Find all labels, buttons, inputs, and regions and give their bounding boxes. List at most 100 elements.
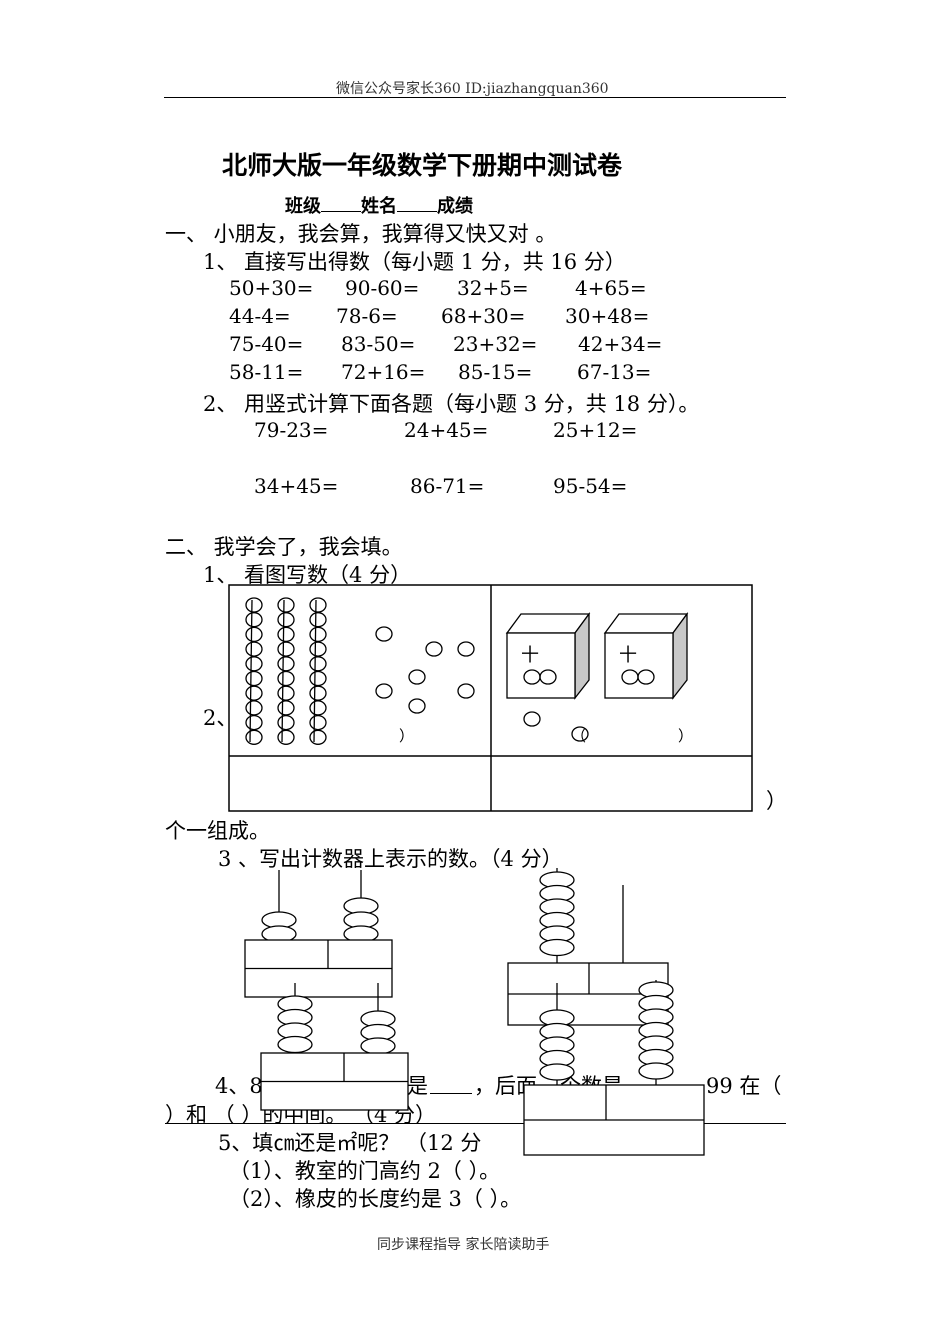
bead bbox=[277, 641, 295, 657]
q4-blank[interactable] bbox=[430, 1093, 472, 1094]
bead bbox=[309, 670, 327, 687]
ten-cubes bbox=[505, 612, 689, 742]
bead bbox=[309, 685, 327, 701]
q5-item-1: （1）、教室的门高约 2（ ）。 bbox=[229, 1159, 501, 1183]
single-beads bbox=[375, 626, 475, 714]
abacus-base bbox=[244, 939, 393, 998]
s2-q2-prefix: 2、 bbox=[203, 706, 238, 730]
student-info: 班级 姓名 成绩 bbox=[285, 192, 473, 218]
header-rule bbox=[164, 97, 786, 98]
q2-label: 2、 用竖式计算下面各题（每小题 3 分，共 18 分）。 bbox=[203, 392, 700, 416]
class-blank[interactable] bbox=[321, 193, 361, 212]
bead bbox=[309, 597, 327, 613]
bead bbox=[309, 700, 327, 716]
page-title: 北师大版一年级数学下册期中测试卷 bbox=[222, 151, 623, 180]
equation: 85-15= bbox=[458, 360, 533, 384]
score-label: 成绩 bbox=[437, 196, 473, 217]
equation: 72+16= bbox=[341, 360, 426, 384]
single-bead bbox=[571, 726, 589, 742]
equation: 68+30= bbox=[441, 304, 526, 328]
bead bbox=[277, 714, 295, 731]
ten-cube bbox=[505, 612, 591, 700]
bead bbox=[309, 626, 327, 643]
bead bbox=[245, 714, 263, 731]
s2-q2-tail: 个一组成。 bbox=[165, 819, 270, 843]
q4-mid4: 99 在（ bbox=[706, 1074, 782, 1098]
q4-start: 4、8 bbox=[215, 1074, 263, 1098]
bead bbox=[245, 626, 263, 643]
section2-heading: 二、 我学会了，我会填。 bbox=[165, 535, 403, 559]
ten-cube bbox=[603, 612, 689, 700]
abacus-bead bbox=[277, 1035, 313, 1054]
equation: 34+45= bbox=[254, 474, 339, 498]
box-mark-1: ） bbox=[399, 727, 415, 745]
single-bead bbox=[523, 711, 541, 727]
bead bbox=[277, 597, 295, 613]
bead bbox=[277, 729, 295, 745]
equation: 90-60= bbox=[345, 276, 420, 300]
bead bbox=[245, 729, 263, 745]
single-bead bbox=[408, 669, 426, 685]
equation: 58-11= bbox=[229, 360, 304, 384]
name-blank[interactable] bbox=[397, 193, 437, 212]
equation: 78-6= bbox=[336, 304, 398, 328]
equation: 67-13= bbox=[577, 360, 652, 384]
abacus-base bbox=[260, 1052, 409, 1111]
bead bbox=[309, 656, 327, 672]
equation: 24+45= bbox=[404, 418, 489, 442]
bead bbox=[277, 700, 295, 716]
q1-label: 1、 直接写出得数（每小题 1 分，共 16 分） bbox=[203, 250, 626, 274]
bead bbox=[245, 597, 263, 613]
single-bead bbox=[408, 698, 426, 714]
box-mark-3: ） bbox=[678, 727, 694, 745]
abacus-bead bbox=[360, 1037, 396, 1055]
equation: 25+12= bbox=[553, 418, 638, 442]
abacus-bead bbox=[539, 1063, 575, 1081]
name-label: 姓名 bbox=[361, 196, 397, 217]
bead bbox=[245, 641, 263, 657]
bead-stick bbox=[277, 597, 295, 745]
abacus-bead bbox=[638, 1062, 674, 1080]
single-bead bbox=[375, 626, 393, 642]
equation: 50+30= bbox=[229, 276, 314, 300]
equation: 79-23= bbox=[254, 418, 329, 442]
bead bbox=[245, 670, 263, 687]
bead bbox=[277, 670, 295, 687]
cube-digit-1: 十 bbox=[521, 645, 539, 666]
page-footer: 同步课程指导 家长陪读助手 bbox=[377, 1237, 550, 1253]
single-bead bbox=[375, 683, 393, 699]
bead bbox=[277, 685, 295, 701]
equation: 42+34= bbox=[578, 332, 663, 356]
cube-digit-2: 十 bbox=[619, 645, 637, 666]
bead bbox=[277, 626, 295, 643]
bead bbox=[309, 641, 327, 657]
equation: 32+5= bbox=[457, 276, 529, 300]
bead-stick bbox=[245, 597, 263, 745]
equation: 86-71= bbox=[410, 474, 485, 498]
bead-stick bbox=[309, 597, 327, 745]
bead bbox=[245, 685, 263, 701]
equation: 23+32= bbox=[453, 332, 538, 356]
page-header: 微信公众号家长360 ID:jiazhangquan360 bbox=[336, 81, 609, 97]
class-label: 班级 bbox=[285, 196, 321, 217]
bead bbox=[277, 612, 295, 628]
abacus-base bbox=[523, 1084, 705, 1156]
equation: 95-54= bbox=[553, 474, 628, 498]
bead bbox=[277, 656, 295, 672]
equation: 83-50= bbox=[341, 332, 416, 356]
box-mark-2: （ bbox=[571, 727, 587, 745]
equation: 4+65= bbox=[575, 276, 647, 300]
q5-label: 5、填㎝还是㎡呢？ （12 分 bbox=[218, 1131, 482, 1155]
s2-q1-label: 1、 看图写数（4 分） bbox=[203, 563, 412, 587]
bead bbox=[245, 700, 263, 716]
single-bead bbox=[425, 641, 443, 657]
s2-q2-close: ） bbox=[766, 789, 787, 813]
q4-mid1: 是 bbox=[407, 1074, 428, 1098]
ten-sticks bbox=[245, 597, 327, 745]
equation: 30+48= bbox=[565, 304, 650, 328]
single-bead bbox=[457, 683, 475, 699]
bead bbox=[309, 612, 327, 628]
equation: 44-4= bbox=[229, 304, 291, 328]
